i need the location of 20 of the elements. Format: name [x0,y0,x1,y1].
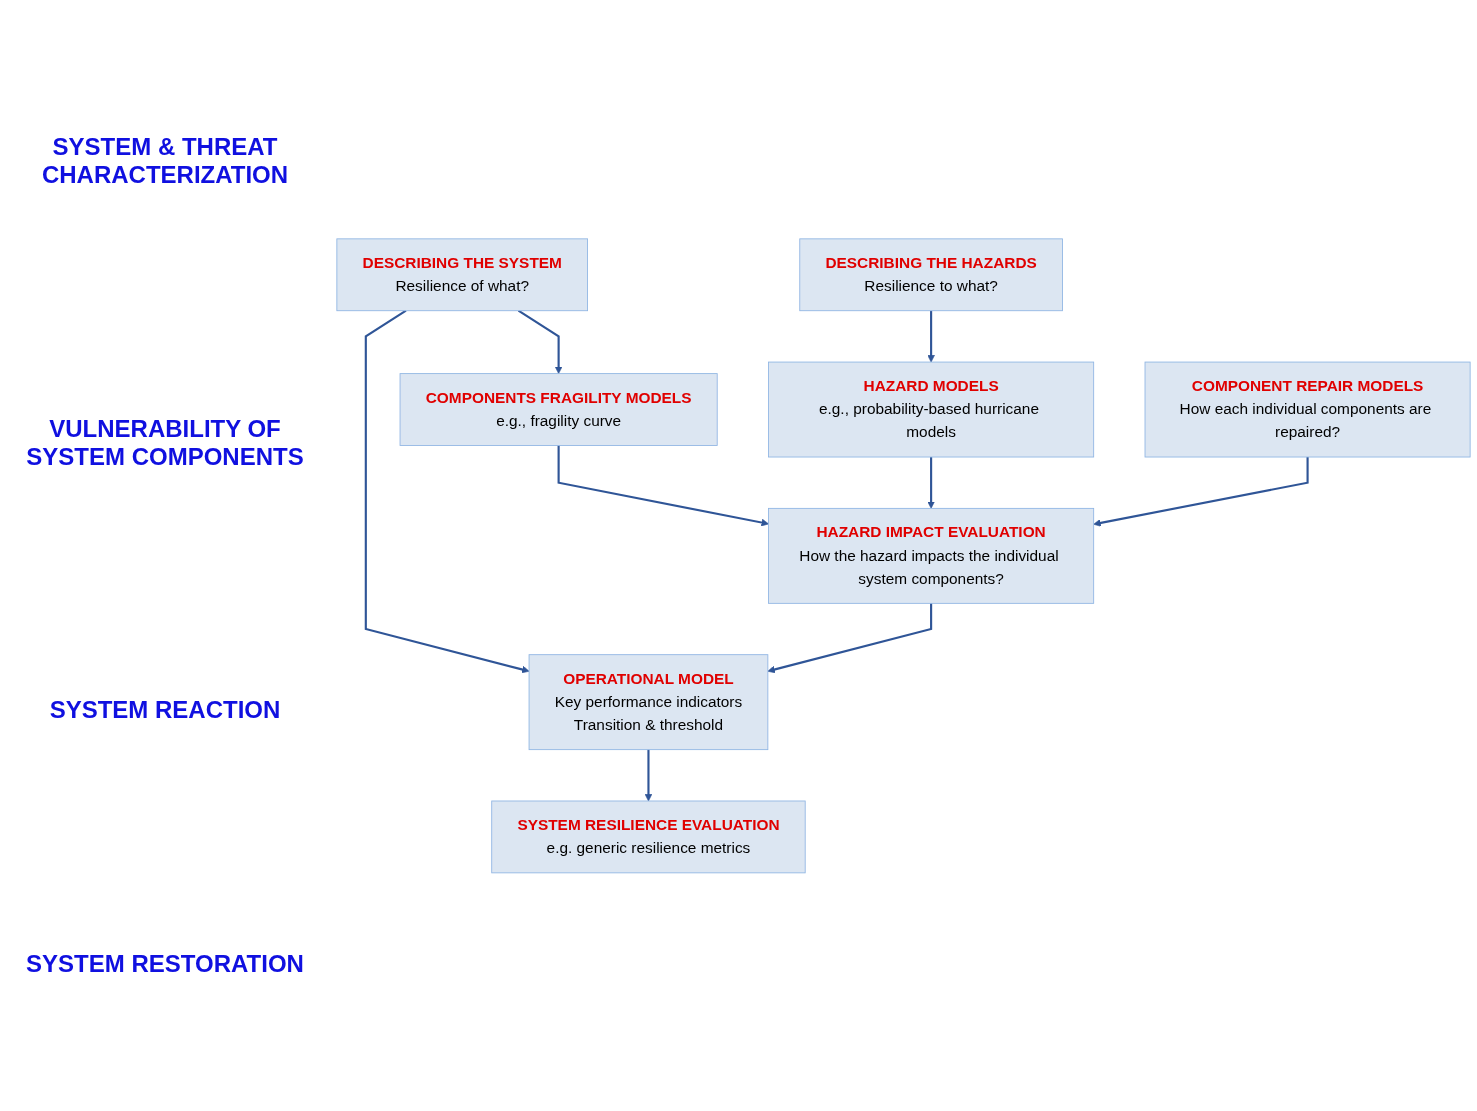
arrow [927,456,935,509]
row-heading: SYSTEM RESTORATION [25,950,305,979]
node-box: DESCRIBING THE HAZARDS Resilience to what? [799,238,1063,311]
arrow [517,309,563,374]
node-box: HAZARD MODELS e.g., probability-based hurricane models [768,361,1095,458]
arrow [767,603,933,673]
node-box: HAZARD IMPACT EVALUATION How the hazard impacts the individual system components? [768,507,1095,604]
row-heading: SYSTEM REACTION [48,696,282,725]
arrow [1093,456,1309,527]
node-box: DESCRIBING THE SYSTEM Resilience of what? [336,238,588,311]
arrow [364,309,530,673]
node-box: SYSTEM RESILIENCE EVALUATION e.g. generic resilience metrics [491,800,806,873]
row-heading: VULNERABILITY OF SYSTEM COMPONENTS [25,414,305,471]
arrow [927,310,935,363]
arrow [557,445,769,526]
arrow [644,749,653,801]
node-box: COMPONENTS FRAGILITY MODELS e.g., fragility curve [399,372,718,446]
node-box: OPERATIONAL MODEL Key performance indicators Transition & threshold [528,653,769,750]
row-heading: SYSTEM & THREAT CHARACTERIZATION [40,132,290,189]
node-box: COMPONENT REPAIR MODELS How each individual components are repaired? [1144,361,1471,458]
